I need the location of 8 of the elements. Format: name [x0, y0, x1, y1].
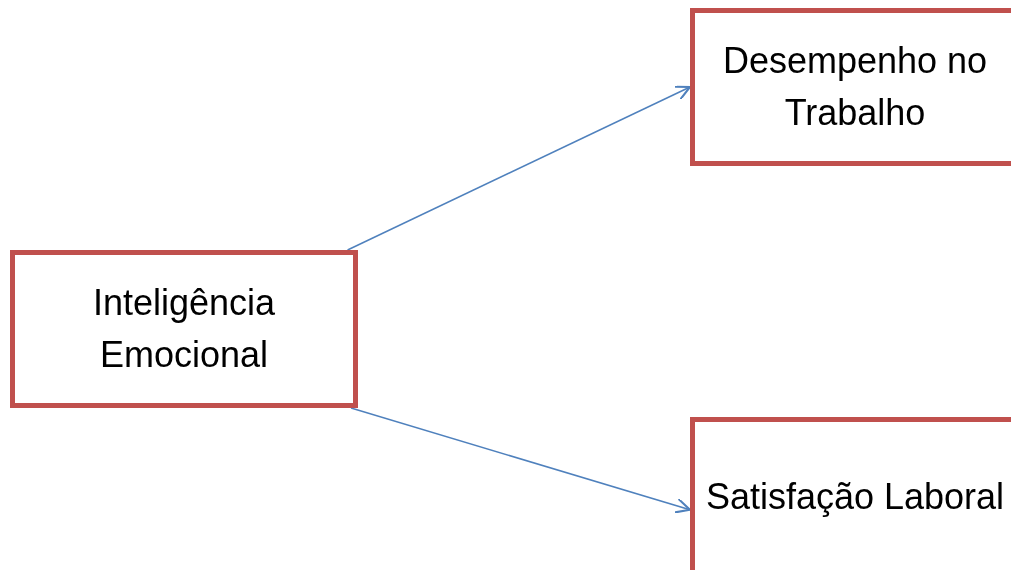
box-label: Desempenho no Trabalho	[721, 38, 989, 135]
arrow	[346, 85, 692, 251]
text-box	[10, 250, 358, 408]
box-label: Satisfação Laboral	[705, 474, 1005, 519]
arrow	[350, 407, 692, 514]
box-label: Inteligência Emocional	[91, 280, 277, 377]
text-box	[690, 417, 1011, 570]
text-box	[690, 8, 1011, 166]
